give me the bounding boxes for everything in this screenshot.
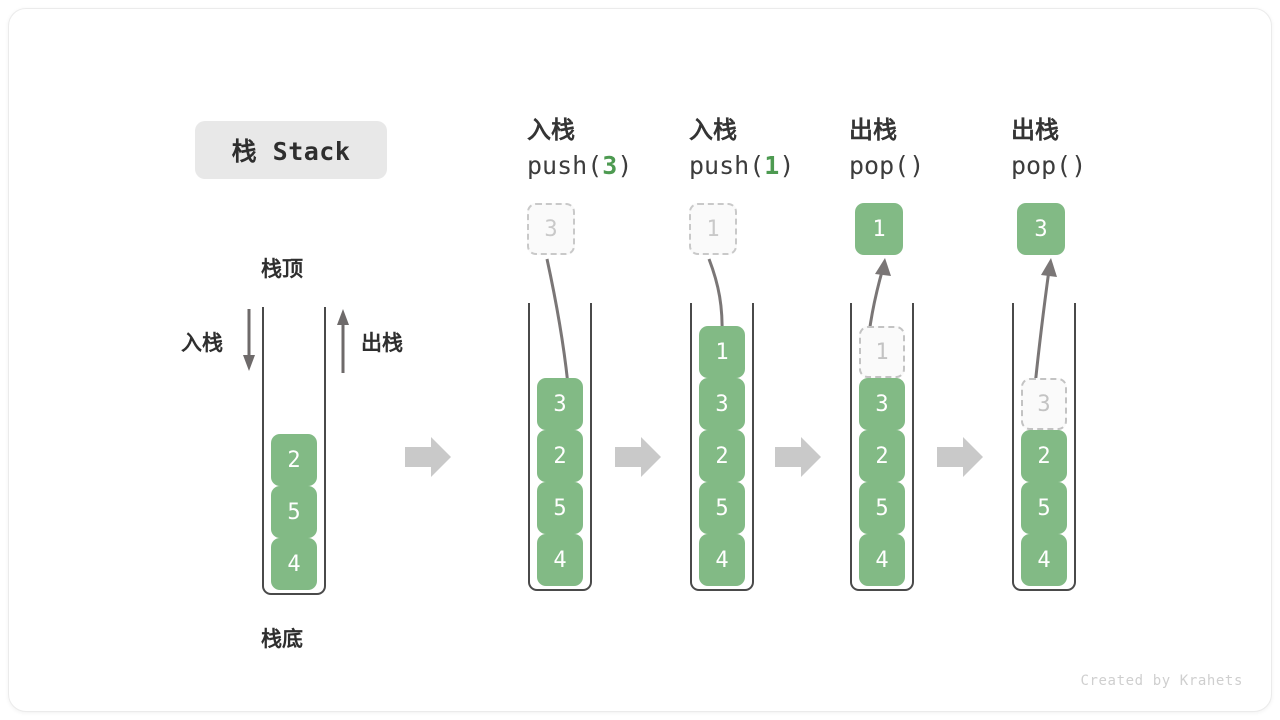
diagram-title-text: 栈 Stack bbox=[231, 137, 351, 166]
initial-stack-container: 2 5 4 bbox=[262, 307, 326, 595]
diagram-card: 栈 Stack 栈顶 入栈 出栈 2 5 4 栈底 bbox=[8, 8, 1272, 712]
stack-slot: 3 bbox=[1021, 378, 1067, 430]
stack-slot: 2 bbox=[1021, 430, 1067, 482]
stack-bottom-label: 栈底 bbox=[261, 627, 303, 651]
step-header: 入栈 push(3) bbox=[527, 113, 727, 185]
step-push-1: 入栈 push(1) 1 1 3 2 5 4 bbox=[689, 113, 889, 593]
step-push-3: 入栈 push(3) 3 3 2 5 4 bbox=[527, 113, 727, 593]
code-prefix: pop( bbox=[1011, 151, 1072, 180]
stack-top-label: 栈顶 bbox=[261, 257, 303, 281]
code-prefix: pop( bbox=[849, 151, 910, 180]
stack-slot: 3 bbox=[699, 378, 745, 430]
stack-slot: 5 bbox=[1021, 482, 1067, 534]
pending-element: 3 bbox=[527, 203, 575, 255]
step-title-zh: 出栈 bbox=[1011, 116, 1059, 144]
step-header: 出栈 pop() bbox=[1011, 113, 1211, 185]
code-suffix: ) bbox=[617, 151, 633, 180]
footer-credit: Created by Krahets bbox=[1080, 673, 1243, 689]
code-prefix: push( bbox=[689, 151, 765, 180]
step-code: pop() bbox=[1011, 147, 1211, 185]
stack-slot: 5 bbox=[699, 482, 745, 534]
pop-label: 出栈 bbox=[361, 331, 403, 355]
stack-slot: 2 bbox=[271, 434, 317, 486]
stack-slot bbox=[271, 330, 317, 382]
stack-slot: 2 bbox=[699, 430, 745, 482]
pop-direction-arrow bbox=[337, 309, 349, 373]
stack-slot bbox=[1021, 326, 1067, 378]
flow-arrow-icon bbox=[937, 437, 983, 477]
stack-slot: 2 bbox=[859, 430, 905, 482]
code-arg: 3 bbox=[602, 151, 618, 180]
stack-slot: 5 bbox=[537, 482, 583, 534]
code-suffix: ) bbox=[909, 151, 925, 180]
flow-arrow-icon bbox=[405, 437, 451, 477]
step-title-zh: 入栈 bbox=[689, 116, 737, 144]
flow-arrow-icon bbox=[775, 437, 821, 477]
stack-slot: 4 bbox=[271, 538, 317, 590]
stack-slot: 4 bbox=[699, 534, 745, 586]
stack-slot: 1 bbox=[699, 326, 745, 378]
pending-element: 1 bbox=[689, 203, 737, 255]
stack-slot: 5 bbox=[271, 486, 317, 538]
stack-slot: 4 bbox=[1021, 534, 1067, 586]
step-title-zh: 出栈 bbox=[849, 116, 897, 144]
stack-container: 1 3 2 5 4 bbox=[690, 303, 754, 591]
step-header: 入栈 push(1) bbox=[689, 113, 889, 185]
step-pop-3: 出栈 pop() 3 3 2 5 4 bbox=[1011, 113, 1211, 593]
code-suffix: ) bbox=[779, 151, 795, 180]
step-title-zh: 入栈 bbox=[527, 116, 575, 144]
step-code: push(3) bbox=[527, 147, 727, 185]
stack-slot: 4 bbox=[859, 534, 905, 586]
step-code: push(1) bbox=[689, 147, 889, 185]
stack-slot bbox=[271, 382, 317, 434]
popped-element: 3 bbox=[1017, 203, 1065, 255]
step-code: pop() bbox=[849, 147, 1049, 185]
stack-container: 1 3 2 5 4 bbox=[850, 303, 914, 591]
stack-slot: 2 bbox=[537, 430, 583, 482]
flow-arrow-icon bbox=[615, 437, 661, 477]
code-suffix: ) bbox=[1071, 151, 1087, 180]
step-pop-1: 出栈 pop() 1 1 3 2 5 4 bbox=[849, 113, 1049, 593]
stack-slot: 1 bbox=[859, 326, 905, 378]
stack-container: 3 2 5 4 bbox=[528, 303, 592, 591]
stack-slot: 5 bbox=[859, 482, 905, 534]
stack-container: 3 2 5 4 bbox=[1012, 303, 1076, 591]
stack-slot: 3 bbox=[859, 378, 905, 430]
stack-slot bbox=[537, 326, 583, 378]
step-header: 出栈 pop() bbox=[849, 113, 1049, 185]
push-direction-arrow bbox=[243, 309, 255, 371]
push-label: 入栈 bbox=[181, 331, 223, 355]
diagram-title-badge: 栈 Stack bbox=[195, 121, 387, 179]
popped-element: 1 bbox=[855, 203, 903, 255]
stack-slot: 4 bbox=[537, 534, 583, 586]
stack-slot: 3 bbox=[537, 378, 583, 430]
initial-stack-group: 栈顶 入栈 出栈 2 5 4 栈底 bbox=[169, 245, 429, 665]
code-prefix: push( bbox=[527, 151, 603, 180]
code-arg: 1 bbox=[764, 151, 780, 180]
